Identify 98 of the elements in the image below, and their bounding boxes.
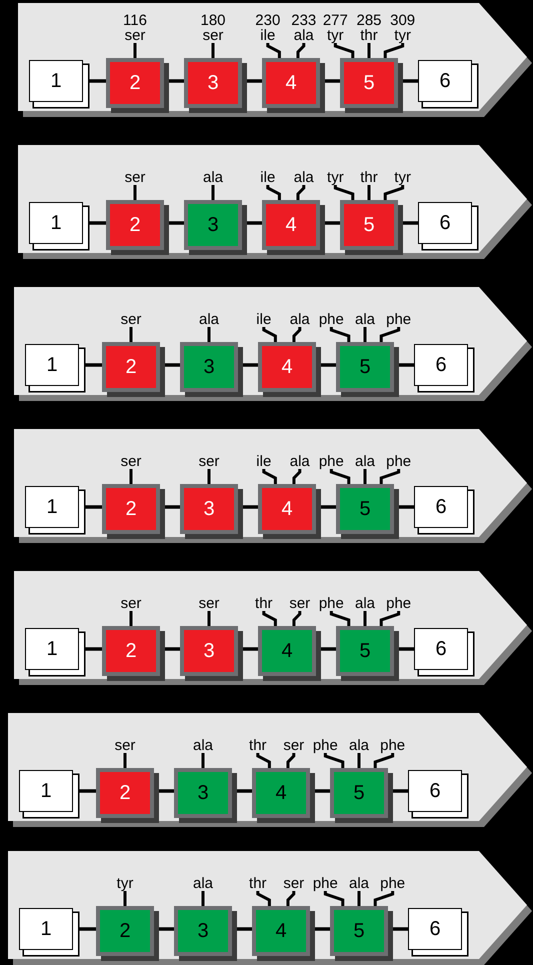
residue-label: ser <box>120 596 142 611</box>
leader-line <box>256 891 271 906</box>
leader-line <box>256 753 271 768</box>
leader-line <box>124 891 126 906</box>
residue-label: ala <box>192 738 214 753</box>
residue-label: thr <box>255 596 273 611</box>
leader-line <box>292 469 302 484</box>
leader-line <box>368 185 370 200</box>
residue-label: ala <box>348 876 370 891</box>
residue-label: tyr <box>394 170 411 185</box>
residue-label: ala <box>202 170 224 185</box>
leader-line <box>262 469 277 484</box>
leader-line <box>364 327 366 342</box>
residue-label: 285 thr <box>356 13 382 43</box>
leader-line <box>334 185 354 200</box>
leader-line <box>208 611 210 626</box>
residue-label: thr <box>249 876 267 891</box>
leader-line <box>266 43 281 58</box>
residue-label: ala <box>294 170 314 185</box>
leader-line <box>334 43 354 58</box>
leader-line <box>130 327 132 342</box>
leader-line <box>384 185 404 200</box>
residue-label: ala <box>354 596 376 611</box>
residue-label: ser <box>114 738 136 753</box>
leader-line <box>384 43 404 58</box>
residue-label: phe <box>312 876 338 891</box>
residue-label: 277 tyr <box>322 13 348 43</box>
leader-line <box>262 611 277 626</box>
residue-label: phe <box>380 876 406 891</box>
residue-label: ala <box>348 738 370 753</box>
residue-label: phe <box>386 454 412 469</box>
leader-line <box>202 891 204 906</box>
leader-line <box>380 611 400 626</box>
residue-label: thr <box>249 738 267 753</box>
residue-label: ser <box>124 170 146 185</box>
residue-label: ser <box>120 454 142 469</box>
residue-label: ser <box>289 596 310 611</box>
residue-label: ala <box>354 312 376 327</box>
residue-label: 230 ile <box>255 13 280 43</box>
residue-label: phe <box>318 312 344 327</box>
residue-label: ala <box>198 312 220 327</box>
leader-line <box>208 327 210 342</box>
residue-label: ala <box>192 876 214 891</box>
residue-label: tyr <box>327 170 344 185</box>
leader-line <box>202 753 204 768</box>
residue-label: ala <box>290 454 310 469</box>
leader-line <box>286 753 296 768</box>
residue-label: ser <box>198 454 220 469</box>
leader-line <box>324 753 344 768</box>
leader-line <box>374 891 394 906</box>
residue-label: ser <box>283 738 304 753</box>
residue-label: phe <box>318 454 344 469</box>
leader-line <box>296 43 306 58</box>
residue-label: phe <box>386 596 412 611</box>
leader-line <box>134 43 136 58</box>
leader-line <box>212 43 214 58</box>
leader-line <box>380 327 400 342</box>
residue-label: ser <box>198 596 220 611</box>
leader-line <box>330 327 350 342</box>
leader-line <box>124 753 126 768</box>
leader-line <box>330 611 350 626</box>
residue-label: 233 ala <box>291 13 316 43</box>
residue-label: 180 ser <box>200 13 226 43</box>
residue-label: ile <box>260 170 276 185</box>
leader-line <box>364 469 366 484</box>
leader-line <box>374 753 394 768</box>
residue-label: phe <box>312 738 338 753</box>
residue-label: phe <box>318 596 344 611</box>
leader-line <box>212 185 214 200</box>
residue-label: phe <box>386 312 412 327</box>
residue-label: thr <box>360 170 378 185</box>
leader-line <box>358 891 360 906</box>
leader-line <box>134 185 136 200</box>
residue-label: tyr <box>116 876 134 891</box>
leader-line <box>262 327 277 342</box>
leader-line <box>330 469 350 484</box>
residue-label: ala <box>354 454 376 469</box>
leader-line <box>266 185 281 200</box>
residue-label: ala <box>290 312 310 327</box>
leader-line <box>368 43 370 58</box>
leader-line <box>286 891 296 906</box>
leader-line <box>292 327 302 342</box>
residue-label: ser <box>283 876 304 891</box>
leader-line <box>292 611 302 626</box>
residue-label: 116 ser <box>123 13 147 43</box>
leader-line <box>324 891 344 906</box>
leader-line <box>130 611 132 626</box>
leader-line <box>358 753 360 768</box>
residue-label: ile <box>256 312 272 327</box>
residue-label: ser <box>120 312 142 327</box>
residue-label: ile <box>256 454 272 469</box>
leader-line <box>364 611 366 626</box>
leader-line <box>380 469 400 484</box>
residue-label: phe <box>380 738 406 753</box>
leader-line <box>208 469 210 484</box>
leader-line <box>296 185 306 200</box>
residue-label: 309 tyr <box>390 13 416 43</box>
leader-line <box>130 469 132 484</box>
